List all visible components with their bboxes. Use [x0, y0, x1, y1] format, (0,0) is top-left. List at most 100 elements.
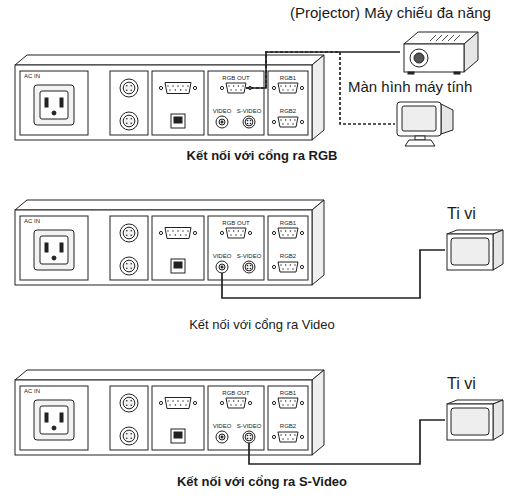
rca-port — [219, 119, 225, 125]
d-sub-port — [226, 398, 246, 408]
television-icon — [445, 228, 505, 272]
tv-screen — [451, 238, 489, 265]
port-label: RGB2 — [280, 108, 296, 115]
pin — [126, 437, 128, 439]
panel-section — [208, 216, 264, 280]
pin — [242, 230, 243, 231]
pin — [280, 230, 281, 231]
pin — [250, 123, 252, 125]
pin — [230, 89, 231, 90]
pin — [235, 404, 236, 405]
pin — [180, 234, 181, 235]
socket-pin — [60, 98, 63, 107]
pin — [287, 268, 288, 269]
port-label: S-VIDEO — [237, 423, 262, 430]
d-sub-port — [165, 398, 191, 409]
pin — [282, 404, 283, 405]
pin — [228, 230, 229, 231]
device-rear-panel — [15, 370, 324, 455]
pin — [282, 268, 283, 269]
pin — [294, 400, 295, 401]
rca-port — [221, 121, 223, 123]
port-label: VIDEO — [213, 108, 232, 115]
monitor-frame — [397, 102, 441, 136]
pin — [126, 118, 128, 120]
pin — [294, 119, 295, 120]
device-side — [312, 200, 324, 285]
pin — [287, 404, 288, 405]
pin — [287, 234, 288, 235]
pin — [285, 85, 286, 86]
projector-lens — [414, 53, 424, 63]
power-socket — [34, 230, 74, 270]
pin — [130, 118, 132, 120]
pin — [247, 123, 249, 125]
panel-section — [110, 216, 148, 280]
pin — [292, 123, 293, 124]
computer-monitor-icon — [395, 100, 455, 148]
pin — [126, 85, 128, 87]
pin — [187, 230, 188, 231]
port-label: AC IN — [24, 218, 40, 225]
pin — [130, 404, 132, 406]
pin — [238, 230, 239, 231]
pin — [292, 404, 293, 405]
pin — [187, 85, 188, 86]
socket-pin — [60, 413, 63, 422]
pin — [177, 85, 178, 86]
panel-section — [152, 216, 204, 280]
tv-front — [447, 234, 493, 270]
device-rear-panel — [15, 200, 324, 285]
port-label: S-VIDEO — [237, 108, 262, 115]
port-label: VIDEO — [213, 253, 232, 260]
port: S-VIDEO — [243, 431, 255, 443]
pin — [180, 89, 181, 90]
television: Ti vi — [445, 228, 505, 272]
usb-port — [174, 262, 182, 268]
power-socket — [34, 85, 74, 125]
pin — [250, 438, 252, 440]
monitor-back — [441, 104, 453, 134]
pin — [238, 85, 239, 86]
d-sub-port — [226, 83, 246, 93]
tv-front — [447, 404, 493, 440]
pin — [130, 122, 132, 124]
pin — [126, 400, 128, 402]
port-label: RGB OUT — [222, 390, 249, 397]
power-socket — [40, 91, 68, 119]
usb-port — [171, 429, 185, 443]
port-label: RGB OUT — [222, 220, 249, 227]
power-socket — [40, 406, 68, 434]
pin — [126, 263, 128, 265]
pin — [285, 119, 286, 120]
television-icon — [445, 398, 505, 442]
projector-lens — [410, 49, 428, 67]
pin — [240, 234, 241, 235]
din-port — [120, 112, 138, 130]
usb-port — [171, 259, 185, 273]
pin — [247, 438, 249, 440]
d-sub-port — [278, 83, 298, 93]
pin — [280, 85, 281, 86]
foot — [408, 72, 414, 74]
device-top — [15, 370, 324, 380]
pin — [169, 404, 170, 405]
pin — [235, 234, 236, 235]
pin — [228, 85, 229, 86]
pin — [233, 230, 234, 231]
din-port — [245, 263, 253, 271]
rca-port — [221, 436, 223, 438]
projector-icon — [400, 30, 482, 74]
panel-section — [110, 71, 148, 135]
pin — [287, 89, 288, 90]
panel-section — [110, 386, 148, 450]
panel-section — [208, 386, 264, 450]
monitor-base — [405, 140, 435, 146]
pin — [240, 404, 241, 405]
screw — [300, 265, 303, 268]
pin — [182, 230, 183, 231]
panel-section — [152, 71, 204, 135]
pin — [290, 119, 291, 120]
